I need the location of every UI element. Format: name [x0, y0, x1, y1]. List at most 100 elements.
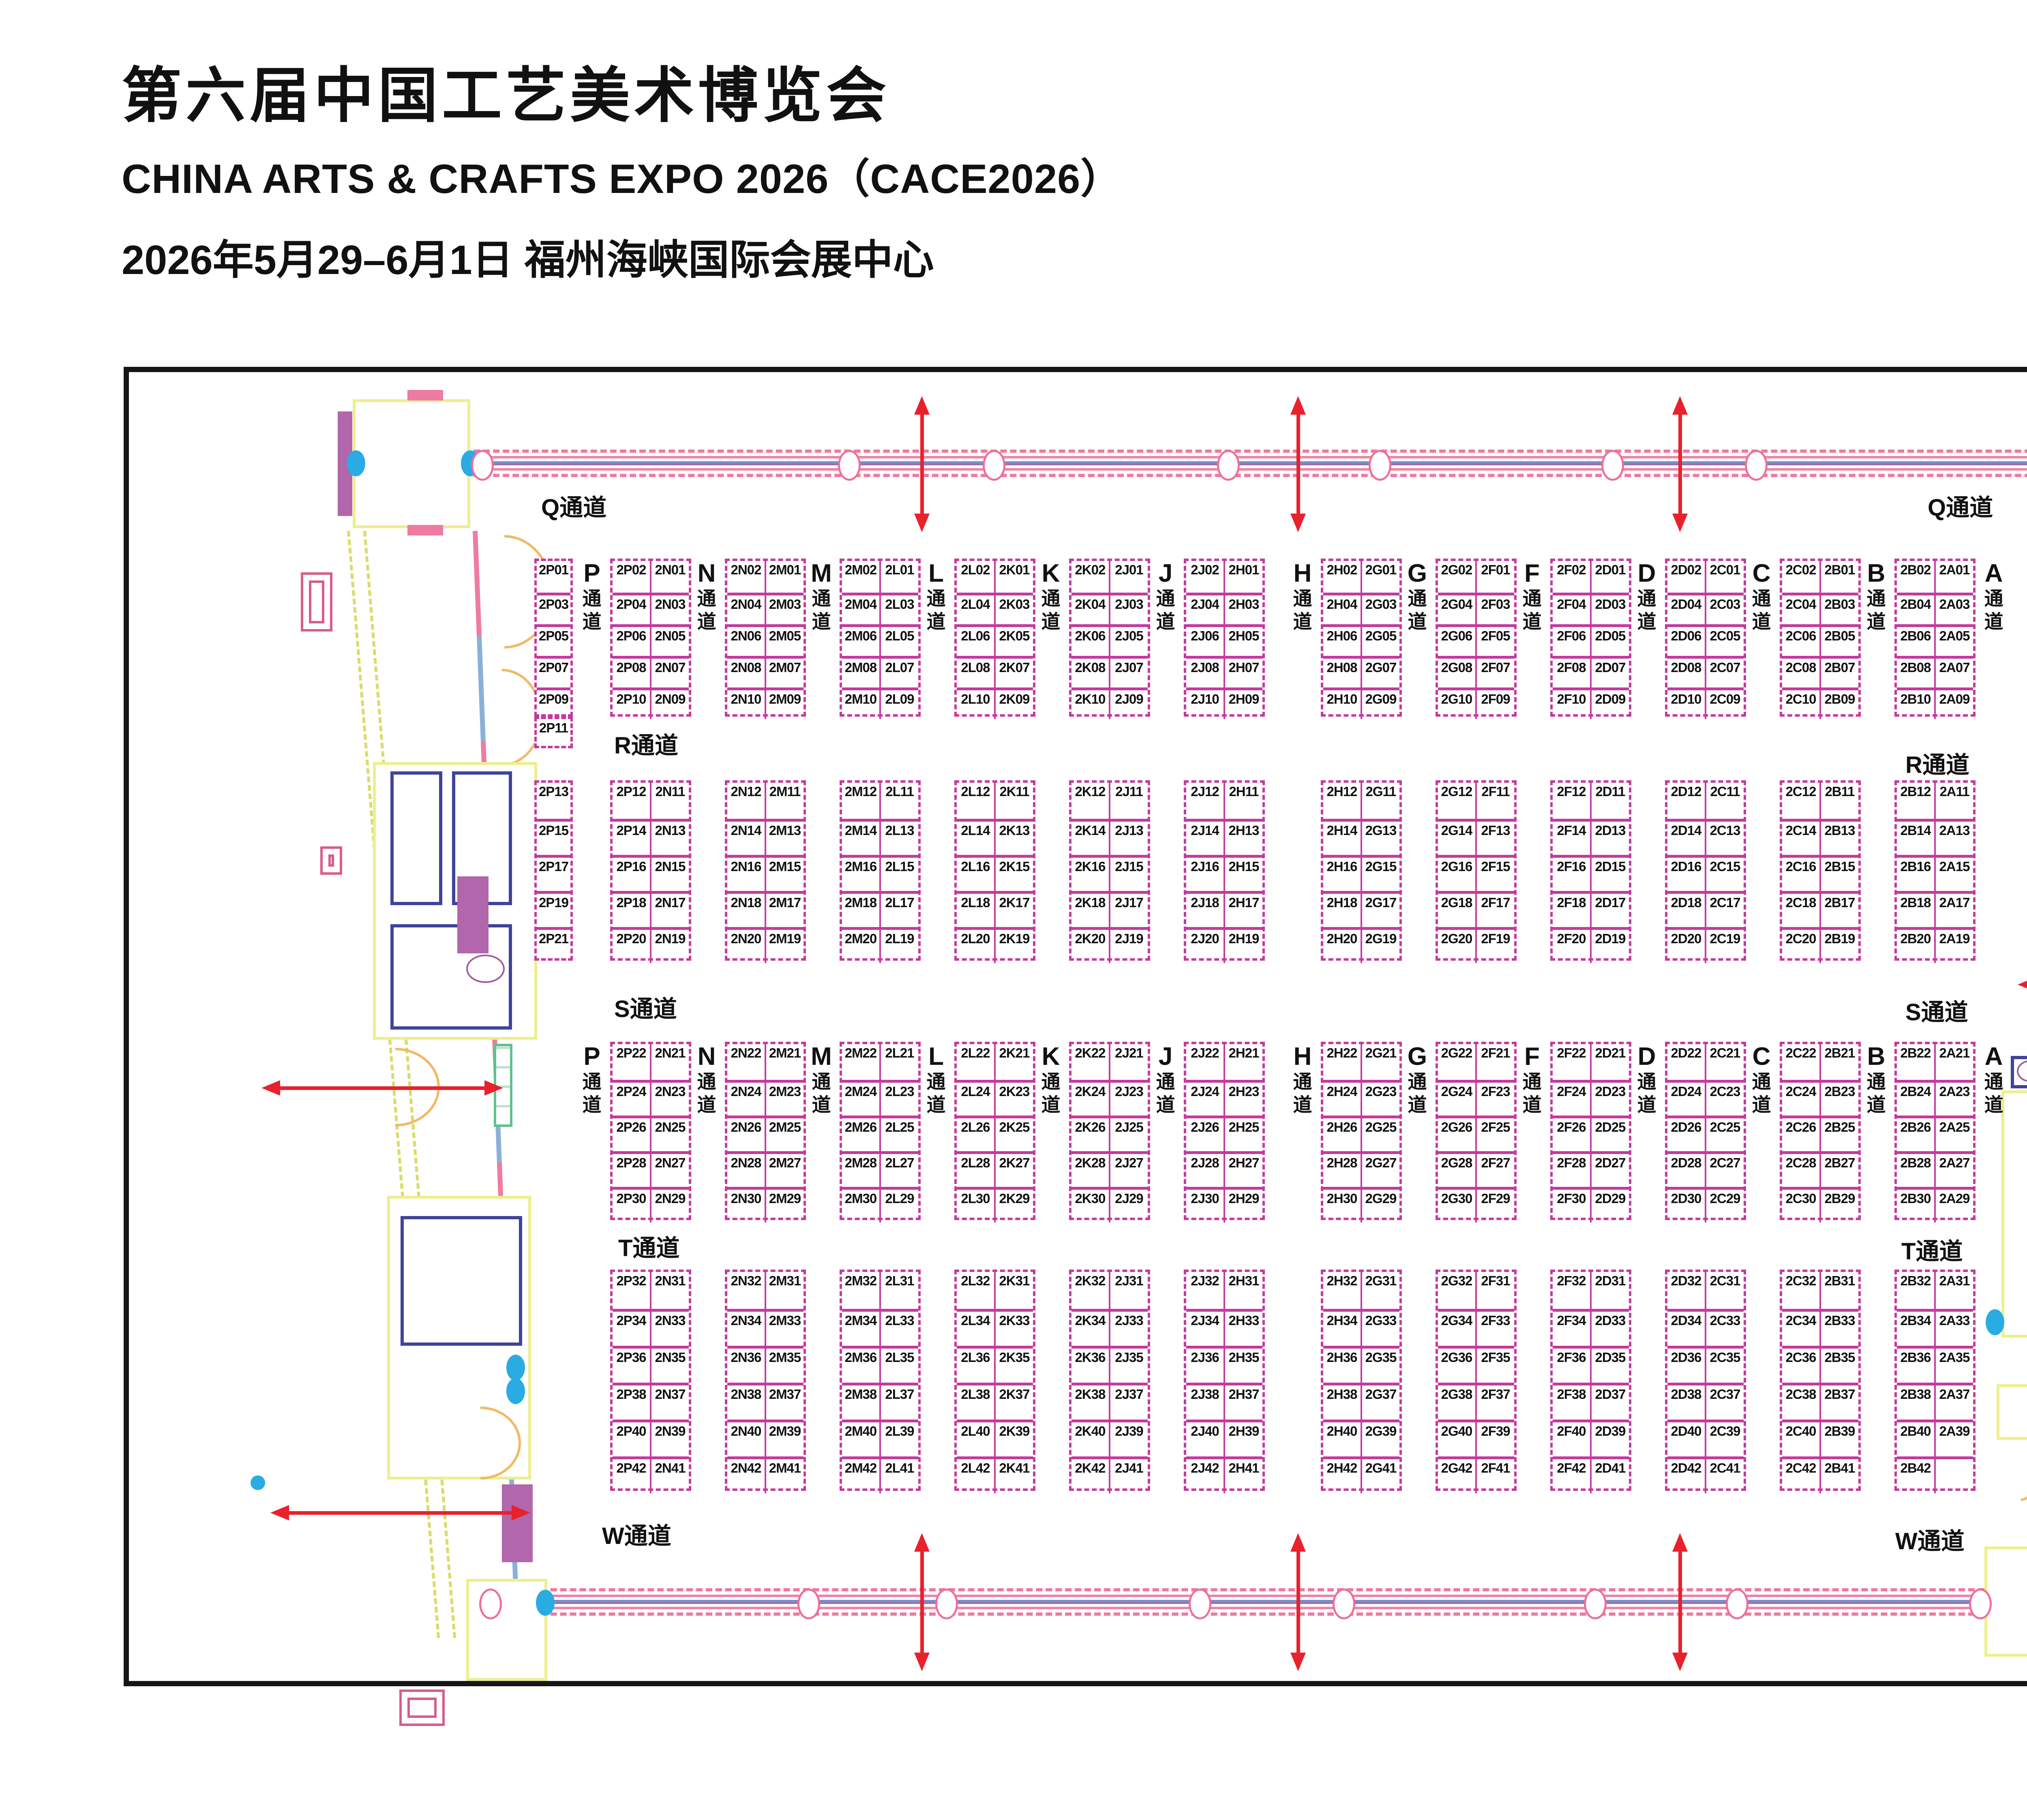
booth-number: 2H38	[1326, 1387, 1358, 1402]
booth-2C39: 2C39	[1706, 1422, 1744, 1456]
booth-2F39: 2F39	[1477, 1422, 1514, 1456]
booth-number: 2N31	[655, 1273, 686, 1288]
booth-2H10: 2H10	[1323, 690, 1362, 719]
booth-2K15: 2K15	[996, 858, 1033, 891]
booth-2M06: 2M06	[842, 627, 881, 656]
booth-number: 2J22	[1191, 1045, 1219, 1060]
booth-2L42: 2L42	[957, 1459, 996, 1493]
booth-2J07: 2J07	[1110, 659, 1148, 687]
booth-row: 2P11	[537, 719, 570, 751]
corridor-node	[1969, 1589, 1992, 1619]
booth-2N09: 2N09	[651, 690, 689, 719]
booth-2H37: 2H37	[1225, 1385, 1262, 1420]
booth-2K40: 2K40	[1071, 1422, 1110, 1456]
booth-number: 2C15	[1710, 859, 1741, 874]
booth-2K32: 2K32	[1071, 1272, 1110, 1309]
booth-number: 2B11	[1825, 784, 1855, 799]
booth-2J34: 2J34	[1186, 1312, 1225, 1346]
aisle-label-r-right: R通道	[1905, 752, 1969, 778]
booth-2P07: 2P07	[537, 659, 570, 687]
booth-2M11: 2M11	[766, 783, 804, 819]
booth-number: 2N32	[731, 1273, 762, 1288]
booth-number: 2A03	[1939, 597, 1970, 612]
booth-number: 2P09	[538, 692, 569, 707]
booth-number: 2B29	[1824, 1191, 1856, 1206]
aisle-word-char: 道	[1866, 1094, 1886, 1116]
booth-number	[1936, 1459, 1973, 1460]
booth-2B16: 2B16	[1897, 858, 1936, 891]
booth-number: 2N35	[655, 1350, 686, 1365]
booth-number: 2B38	[1900, 1387, 1931, 1402]
booth-2F13: 2F13	[1477, 822, 1514, 855]
corridor-node	[935, 1589, 958, 1619]
booth-number: 2K37	[999, 1387, 1030, 1402]
aisle-word-char: 通	[1408, 1071, 1427, 1092]
booth-number: 2A09	[1939, 692, 1970, 707]
aisle-word-char: 道	[1041, 1094, 1061, 1116]
aisle-word-char: 道	[1637, 1094, 1656, 1116]
booth-2B25: 2B25	[1821, 1118, 1858, 1151]
booth-2K36: 2K36	[1071, 1349, 1110, 1383]
booth-2G12: 2G12	[1438, 783, 1477, 819]
booth-number: 2K07	[999, 660, 1030, 675]
booth-2K31: 2K31	[996, 1272, 1033, 1309]
booth-2B05: 2B05	[1821, 627, 1858, 656]
aisle-label-s-left: S通道	[614, 996, 677, 1022]
booth-number: 2G13	[1365, 823, 1397, 838]
booth-number: 2H15	[1228, 859, 1260, 874]
booth-number: 2P06	[616, 628, 646, 643]
booth-number: 2A19	[1939, 931, 1970, 946]
booth-number: 2D23	[1595, 1084, 1626, 1099]
booth-number: 2D32	[1671, 1273, 1702, 1288]
booth-number: 2K38	[1075, 1387, 1106, 1402]
booth-number: 2B15	[1824, 859, 1856, 874]
booth-2M32: 2M32	[842, 1272, 881, 1309]
booth-2J06: 2J06	[1186, 627, 1225, 656]
booth-2H21: 2H21	[1225, 1044, 1262, 1080]
booth-2C05: 2C05	[1706, 627, 1744, 656]
booth-2N20: 2N20	[727, 930, 766, 963]
booth-number: 2J27	[1115, 1155, 1143, 1170]
booth-number: 2A07	[1939, 660, 1970, 675]
booth-number: 2K24	[1075, 1084, 1106, 1099]
booth-2J14: 2J14	[1186, 822, 1225, 855]
booth-number: 2M11	[769, 784, 801, 799]
booth-2J21: 2J21	[1110, 1044, 1148, 1080]
booth-2C35: 2C35	[1706, 1349, 1744, 1383]
booth-number: 2H10	[1326, 692, 1358, 707]
booth-2F05: 2F05	[1477, 627, 1514, 656]
booth-2F28: 2F28	[1553, 1154, 1592, 1187]
booth-number: 2H25	[1228, 1120, 1260, 1135]
booth-2B20: 2B20	[1897, 930, 1936, 963]
booth-2D26: 2D26	[1667, 1118, 1706, 1151]
booth-number: 2B35	[1824, 1350, 1856, 1365]
booth-number: 2F19	[1481, 931, 1510, 946]
booth-2P05: 2P05	[537, 627, 570, 656]
booth-number: 2N06	[731, 628, 762, 643]
